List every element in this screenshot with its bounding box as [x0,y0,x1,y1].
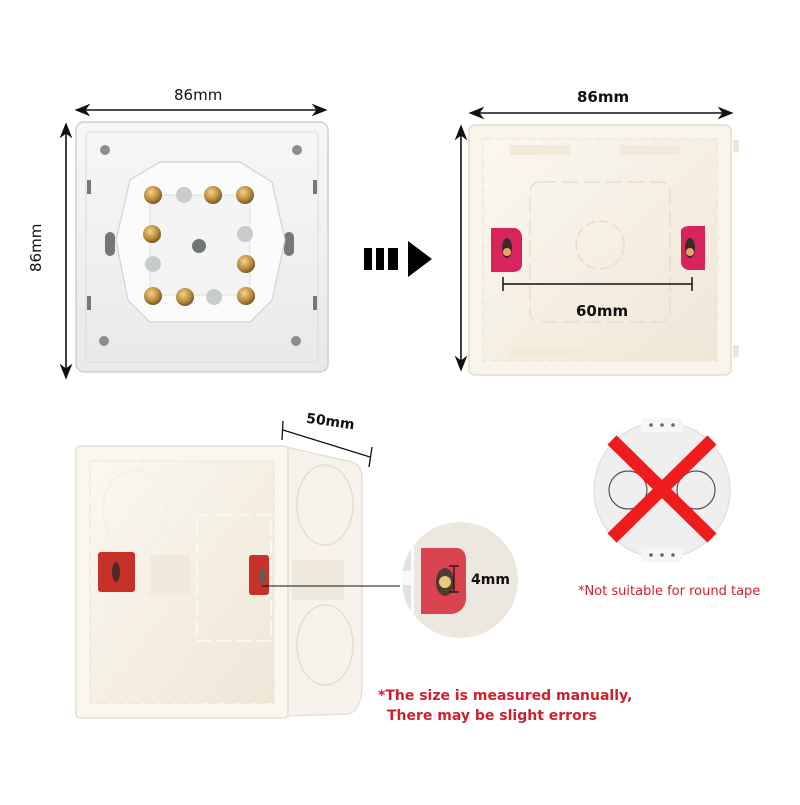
switch-height-label: 86mm [27,223,45,272]
depth-dimension-line [282,429,371,458]
mounting-clip-left [491,228,522,272]
measurement-note-line2: There may be slight errors [387,708,597,724]
mount-hole [99,336,109,346]
switch-width-label: 86mm [174,86,223,104]
screw-spacing-label: 60mm [576,302,629,320]
box-width-label: 86mm [577,88,630,106]
measurement-note-line1: *The size is measured manually, [378,688,633,704]
red-x-icon [607,435,717,543]
mount-hole [291,336,301,346]
mount-hole [292,145,302,155]
square-box-front-panel [454,106,739,376]
round-box-panel [593,418,731,562]
dashed-right-arrow-icon [364,241,432,277]
mount-hole [100,145,110,155]
mounting-clip-left [98,552,135,592]
center-rivet [192,239,206,253]
switch-back-panel [59,103,329,380]
hole-size-label: 4mm [471,572,510,588]
round-box-warning: *Not suitable for round tape [578,584,761,599]
brass-terminals [143,186,255,306]
mounting-clip-right [249,555,269,595]
box-perspective-panel [75,420,400,719]
mounting-clip-right [681,226,705,270]
empty-terminals [145,187,253,305]
